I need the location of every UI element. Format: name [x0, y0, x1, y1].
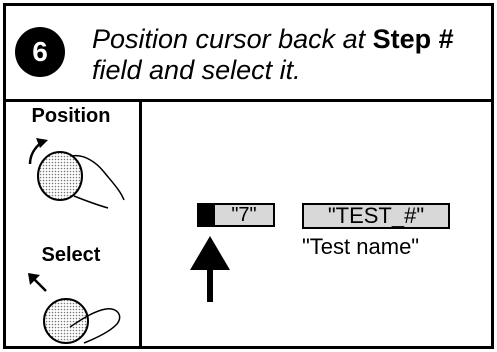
- cursor-block: [197, 203, 215, 227]
- test-name-field[interactable]: "TEST_#": [302, 203, 450, 229]
- instruction-panel: 6 Position cursor back at Step # field a…: [3, 3, 494, 349]
- instruction-text-part1: Position cursor back at: [92, 24, 366, 54]
- step-number-badge: 6: [15, 27, 65, 77]
- position-label: Position: [31, 105, 111, 127]
- test-name-caption: "Test name": [302, 234, 420, 259]
- select-label: Select: [41, 244, 101, 266]
- press-knob-icon: [28, 273, 121, 344]
- arrow-up-icon: [190, 236, 230, 302]
- step-number-field[interactable]: "7": [215, 203, 275, 227]
- step-instruction: Position cursor back at Step # field and…: [92, 24, 454, 86]
- rotate-knob-icon: [28, 138, 125, 209]
- control-column: Position Select: [6, 99, 142, 346]
- step-header: 6 Position cursor back at Step # field a…: [6, 6, 491, 102]
- instruction-text-part2: field and select it.: [92, 55, 301, 85]
- instruction-field-name: Step #: [372, 24, 454, 54]
